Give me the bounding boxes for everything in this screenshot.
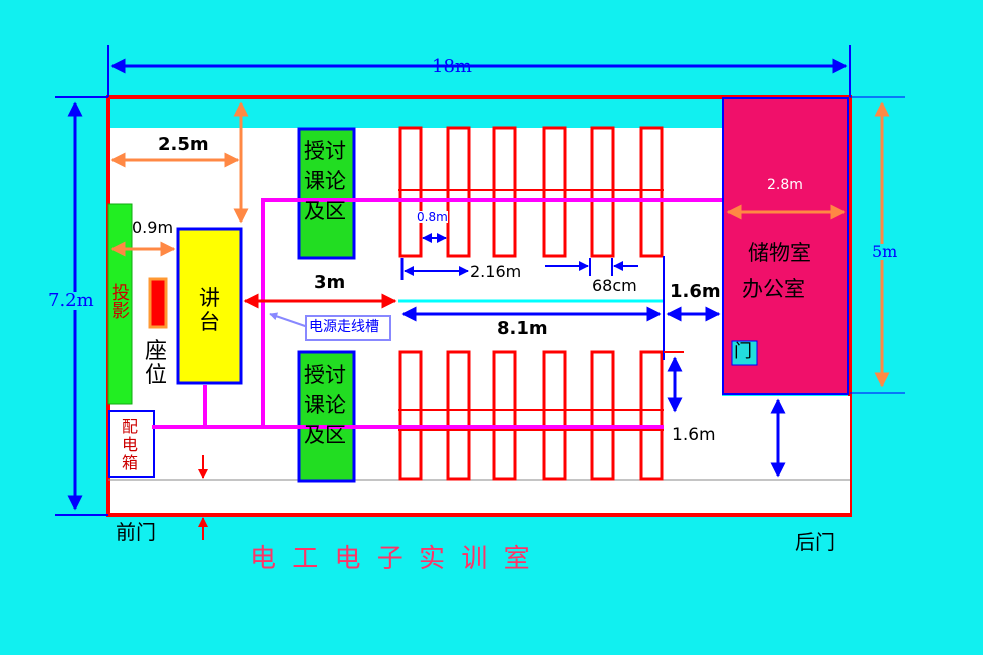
dim-label-8-1m: 8.1m xyxy=(497,318,548,339)
discussion-area-top-label: 授讨 课论 及区 xyxy=(304,139,346,223)
power-trough-label: 电源走线槽 xyxy=(309,319,379,335)
podium-label: 讲 台 xyxy=(199,286,220,334)
desk xyxy=(446,350,471,481)
discussion-area-top xyxy=(297,127,356,260)
discussion-area-bottom-label: 授讨 课论 及区 xyxy=(304,363,346,447)
dim-label-2-8m: 2.8m xyxy=(767,177,803,193)
desk xyxy=(446,126,471,258)
storage-label-2: 办公室 xyxy=(742,277,805,301)
desk xyxy=(590,126,615,258)
dim-label-5m: 5m xyxy=(872,242,898,261)
desk-grid-bottom xyxy=(398,350,664,481)
distribution-box-label: 配 电 箱 xyxy=(122,417,139,472)
dim-label-2-5m: 2.5m xyxy=(158,134,209,155)
projection-screen xyxy=(107,203,133,405)
desk xyxy=(492,350,517,481)
distribution-box xyxy=(108,410,155,478)
desk xyxy=(542,126,567,258)
desk xyxy=(542,350,567,481)
discussion-area-bottom xyxy=(297,350,356,483)
storage-label-1: 储物室 xyxy=(748,241,811,265)
desk xyxy=(590,350,615,481)
power-trough-lines xyxy=(152,198,722,429)
back-door-label: 后门 xyxy=(795,530,835,554)
front-door-label: 前门 xyxy=(116,520,156,544)
storage-door xyxy=(731,340,758,366)
desk xyxy=(398,350,423,481)
dim-label-7-2m: 7.2m xyxy=(48,290,94,311)
podium xyxy=(176,227,243,385)
desk-grid-top xyxy=(398,126,664,258)
dim-label-68cm: 68cm xyxy=(592,276,637,295)
dim-label-0-9m: 0.9m xyxy=(132,218,174,237)
dim-label-1-6m-bottom: 1.6m xyxy=(672,425,716,445)
projection-label: 投影 xyxy=(109,283,130,319)
desk xyxy=(398,126,423,258)
storage-door-label: 门 xyxy=(734,341,752,362)
desk xyxy=(492,126,517,258)
power-trough-callout xyxy=(305,315,391,341)
dim-label-2-16m: 2.16m xyxy=(470,262,522,281)
seat-label: 座 位 xyxy=(145,339,168,388)
dim-label-1-6m-right: 1.6m xyxy=(670,281,721,302)
desk xyxy=(639,350,664,481)
floor-lower-strip xyxy=(110,480,850,513)
dim-label-0-8m: 0.8m xyxy=(417,210,448,224)
seat-marker xyxy=(148,277,168,329)
desk xyxy=(639,126,664,258)
page-title: 电 工 电 子 实 训 室 xyxy=(250,544,534,574)
floor-right-corridor xyxy=(722,396,850,480)
dim-label-3m: 3m xyxy=(314,272,346,293)
dim-label-18m: 18m xyxy=(432,56,472,77)
